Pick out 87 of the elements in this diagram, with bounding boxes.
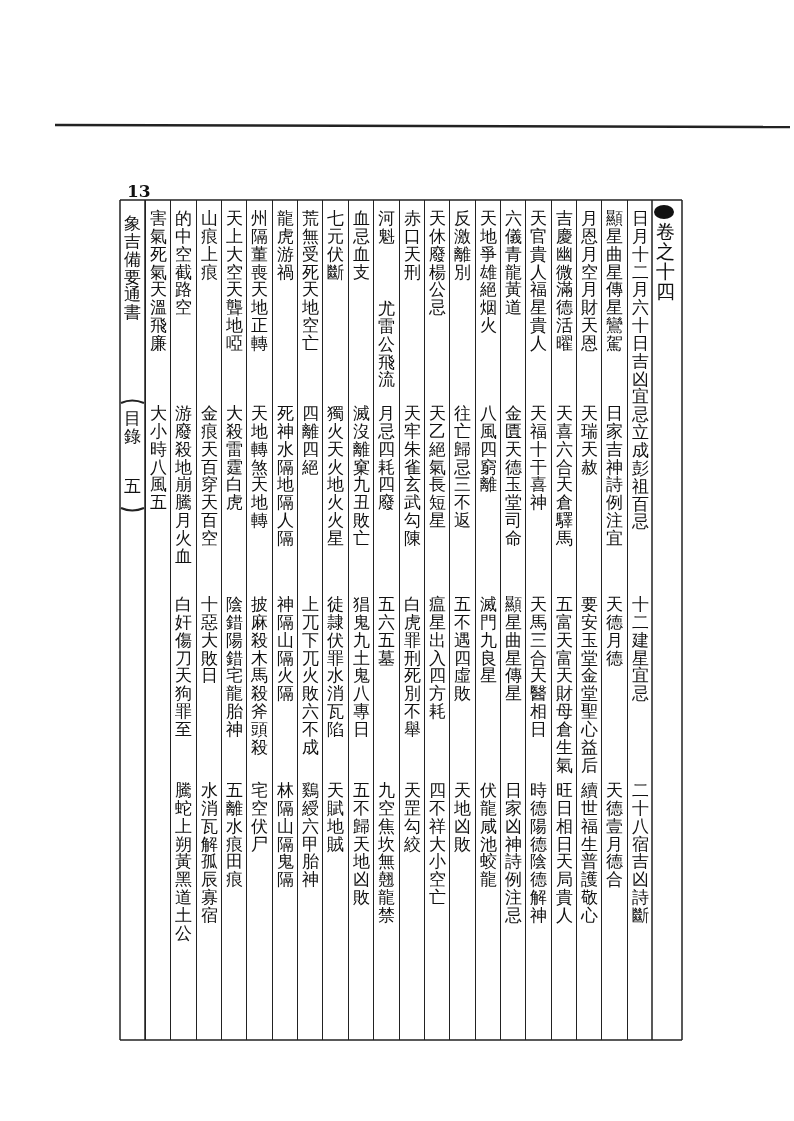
entry-text: 白奸傷刀天狗罪至 [175, 596, 193, 739]
entry-text: 金痕天百穿天百空 [200, 405, 218, 548]
entry-text: 荒無受死天地空亡 [302, 210, 320, 353]
entry-text: 旺日相日天局貴人 [555, 782, 573, 925]
entry-text: 害氣死氣天溫飛廉 [150, 210, 167, 353]
entry-text: 猖鬼九土鬼八專日 [352, 596, 370, 739]
folio-number: 五 [124, 478, 141, 496]
entry-text: 龍虎游禍 [276, 210, 294, 282]
entry-text: 天乙絕氣長短星 [428, 405, 446, 530]
entry-text: 上兀下兀火敗六不成 [302, 596, 320, 757]
entry-text: 天休廢楊公忌 [428, 210, 446, 318]
entry-text: 天上大空天聾地啞 [226, 210, 243, 353]
entry-text: 四不祥大小空亡 [428, 782, 446, 907]
entry-text: 的中空截路空 [175, 210, 193, 318]
entry-text: 要安玉堂金堂聖心益后 [581, 596, 598, 775]
entry-text: 顯星曲星傳星鸞駕 [606, 210, 624, 353]
entry-text: 天官貴人福星貴人 [530, 210, 548, 353]
entry-text: 州隔董喪天地正轉 [251, 210, 269, 353]
entry-text: 陰錯陽錯宅龍胎神 [226, 596, 243, 739]
entry-text: 天馬三合天醫相日 [530, 596, 548, 739]
entry-text: 日家吉神詩例注宜 [606, 405, 624, 548]
entry-text: 五離水痕田痕 [226, 782, 243, 890]
entry-text: 滅門九良星 [479, 596, 497, 686]
entry-text: 林隔山隔鬼隔 [276, 782, 294, 890]
entry-text: 六儀青龍黃道 [504, 210, 522, 318]
entry-text: 大殺雷霆白虎 [226, 405, 243, 513]
entry-text: 鷄綬六甲胎神 [302, 782, 320, 890]
entry-text: 天瑞天赦 [581, 405, 598, 477]
entry-text: 續世福生普護敬心 [581, 782, 598, 925]
entry-text: 尤雷公飛流 [378, 300, 396, 390]
entry-text: 白虎罪刑死別不舉 [403, 596, 421, 739]
entry-text: 游廢殺地崩騰月火血 [175, 405, 193, 566]
entry-text: 天地凶敗 [454, 782, 472, 854]
entry-text: 宅空伏尸 [251, 782, 269, 854]
entry-text: 顯星曲星傳星 [504, 596, 522, 704]
table-column [398, 200, 424, 1040]
entry-text: 月恩月空月財天恩 [581, 210, 598, 353]
entry-text: 五不歸天地凶敗 [352, 782, 370, 907]
entry-text: 天福十干喜神 [530, 405, 548, 513]
entry-text: 赤口天刑 [403, 210, 421, 282]
entry-text: 天德壹月德合 [606, 782, 624, 890]
entry-text: 河魁 [378, 210, 396, 246]
entry-text: 二十八宿吉凶詩斷 [631, 782, 649, 925]
entry-text: 金匱天德玉堂司命 [504, 405, 522, 548]
entry-text: 五富天富天財母倉生氣 [555, 596, 573, 775]
entry-text: 天地爭雄絕烟火 [479, 210, 497, 335]
book-title: 象吉備要通書 [124, 215, 141, 323]
entry-text: 天牢朱雀玄武勾陳 [403, 405, 421, 548]
entry-text: 九空焦坎無翹龍禁 [378, 782, 396, 925]
entry-text: 五不遇四虛敗 [454, 596, 472, 704]
entry-text: 時德陽德陰德解神 [530, 782, 548, 925]
entry-text: 七元伏斷 [327, 210, 345, 282]
entry-text: 披麻殺木馬殺斧頭殺 [251, 596, 269, 757]
table-column [550, 200, 576, 1040]
entry-text: 月忌四耗四廢 [378, 405, 396, 513]
entry-text: 死神水隔地隔人隔 [276, 405, 294, 548]
entry-text: 十二建星宜忌 [631, 596, 649, 704]
entry-text: 八風四窮離 [479, 405, 497, 495]
entry-text: 天賦地賊 [327, 782, 345, 854]
entry-text: 往亡歸忌三不返 [454, 405, 472, 530]
section-label: 目錄 [124, 410, 141, 446]
table-column [474, 200, 500, 1040]
page-number: 13 [127, 183, 151, 200]
entry-text: 騰蛇上朔黃黑道土公 [175, 782, 193, 943]
entry-text: 水消瓦解孤辰寡宿 [200, 782, 218, 925]
entry-text: 獨火天火地火火星 [327, 405, 345, 548]
entry-text: 天德月德 [606, 596, 624, 668]
entry-text: 血忌血支 [352, 210, 370, 282]
entry-text: 五六五墓 [378, 596, 396, 668]
entry-text: 伏龍咸池蛟龍 [479, 782, 497, 890]
entry-text: 徒隷伏罪水消瓦陷 [327, 596, 345, 739]
entry-text: 日家凶神詩例注忌 [504, 782, 522, 925]
entry-text: 大小時八風五 [150, 405, 167, 513]
entry-text: 反激離別 [454, 210, 472, 282]
entry-text: 天地轉煞天地轉 [251, 405, 269, 530]
entry-text: 天罡勾絞 [403, 782, 421, 854]
table-column [626, 200, 652, 1040]
entry-text: 天喜六合天倉驛馬 [555, 405, 573, 548]
entry-text: 山痕上痕 [200, 210, 218, 282]
entry-text: 四離四絕 [302, 405, 320, 477]
entry-text: 十惡大敗日 [200, 596, 218, 686]
entry-text: 瘟星出入四方耗 [428, 596, 446, 721]
entry-text: 神隔山隔火隔 [276, 596, 294, 704]
entry-text: 滅沒離窠九丑敗亡 [352, 405, 370, 548]
entry-text: 日月十二月六十日吉凶宜忌立成彭祖百忌 [631, 210, 649, 532]
heading: 卷之十四 [656, 222, 675, 302]
entry-text: 吉慶幽微滿德活曜 [555, 210, 573, 353]
